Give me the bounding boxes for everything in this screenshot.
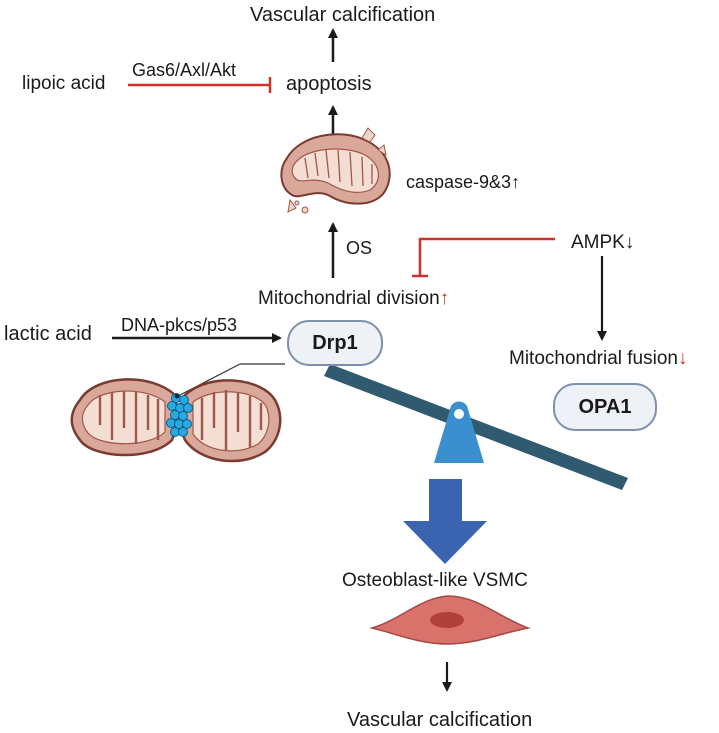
seesaw-fulcrum: [434, 401, 484, 463]
bottom-calcification-label: Vascular calcification: [347, 709, 533, 731]
dividing-mitochondrion-icon: [70, 378, 282, 463]
apoptosis-label: apoptosis: [286, 73, 372, 95]
lactic-acid-label: lactic acid: [4, 323, 92, 345]
osteoblast-vsmc-label: Osteoblast-like VSMC: [342, 570, 528, 591]
os-label: OS: [346, 238, 373, 258]
caspase-up-arrow: ↑: [511, 172, 521, 192]
damaged-mitochondrion-icon: [280, 127, 391, 214]
mito-division-up-arrow: ↑: [439, 288, 450, 309]
ampk-text: AMPK: [571, 232, 625, 253]
vsmc-cell-icon: [369, 595, 531, 645]
lipoic-acid-label: lipoic acid: [22, 73, 106, 94]
mito-division-text: Mitochondrial division: [258, 288, 440, 309]
big-down-arrow: [403, 479, 487, 564]
seesaw-beam: [324, 364, 628, 490]
opa1-badge: OPA1: [553, 383, 657, 431]
ampk-down-arrow: ↓: [624, 232, 635, 253]
inhibit-ampk-division: [418, 237, 555, 276]
mito-division-label: Mitochondrial division↑: [258, 289, 449, 308]
caspase-label: caspase-9&3↑: [406, 173, 520, 191]
mito-fusion-down-arrow: ↓: [677, 348, 688, 369]
caspase-text: caspase-9&3: [406, 172, 512, 192]
dna-pathway-label: DNA-pkcs/p53: [121, 315, 238, 335]
top-calcification-label: Vascular calcification: [250, 4, 436, 26]
gas6-pathway-label: Gas6/Axl/Akt: [132, 60, 237, 80]
drp1-cluster-icon: [166, 393, 193, 437]
ampk-label: AMPK↓: [571, 233, 634, 252]
drp1-badge: Drp1: [287, 320, 383, 366]
mito-fusion-label: Mitochondrial fusion↓: [509, 349, 687, 368]
mito-fusion-text: Mitochondrial fusion: [509, 348, 678, 369]
